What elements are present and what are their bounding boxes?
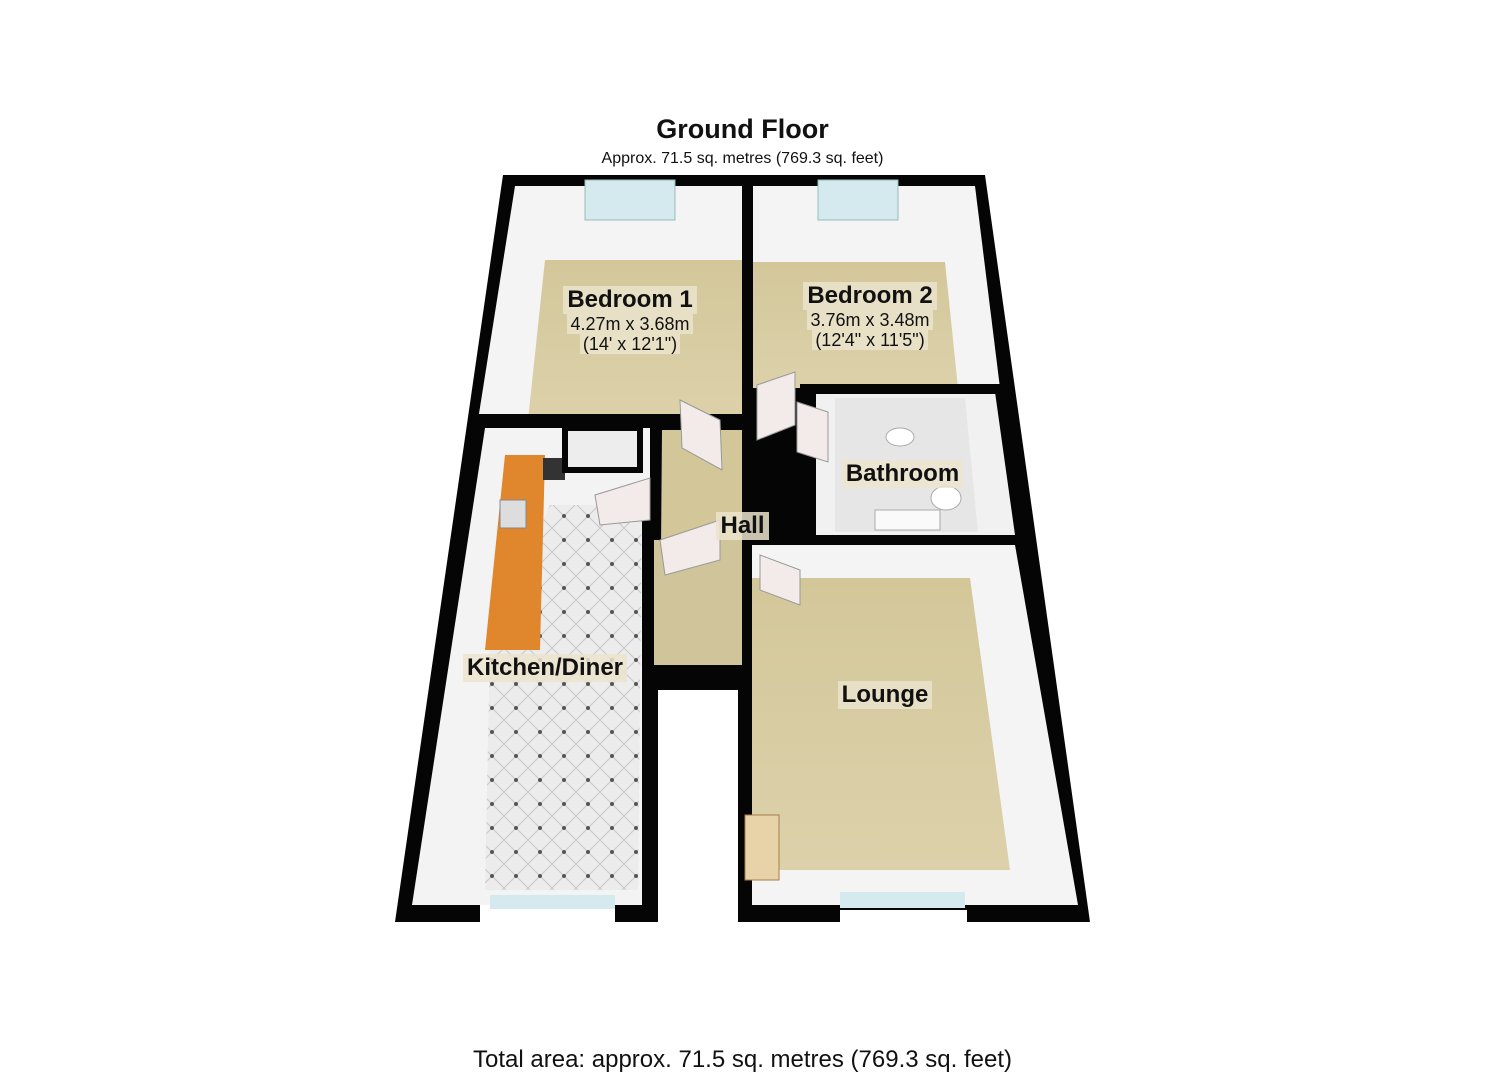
- lounge-window: [840, 892, 965, 908]
- kitchen-name: Kitchen/Diner: [462, 654, 628, 682]
- lounge-name: Lounge: [837, 681, 933, 709]
- bathroom-label: Bathroom: [830, 460, 975, 488]
- door-bed1: [679, 399, 723, 471]
- kitchen-window: [490, 895, 615, 909]
- door-hall-cupboard: [659, 519, 721, 576]
- toilet: [930, 485, 962, 511]
- total-area: Total area: approx. 71.5 sq. metres (769…: [473, 1046, 1012, 1073]
- sink: [499, 499, 527, 529]
- wall-lounge-top: [752, 535, 1017, 545]
- wall-kitchen-right: [642, 515, 654, 915]
- bedroom-2-dim-imperial: (12'4" x 11'5"): [812, 330, 928, 351]
- bedroom-2-name: Bedroom 2: [803, 282, 937, 310]
- door-kitchen: [594, 477, 651, 526]
- bath: [874, 509, 941, 531]
- bedroom-1-dim-metric: 4.27m x 3.68m: [567, 313, 693, 334]
- bedroom-2-window: [817, 179, 899, 221]
- door-bed2: [756, 371, 796, 441]
- lounge-floor: [752, 578, 1010, 870]
- cupboard: [562, 425, 643, 473]
- door-lounge: [759, 554, 801, 606]
- wall-bed1-kitchen: [476, 414, 746, 426]
- bedroom-1-window: [584, 179, 676, 221]
- washbasin: [885, 427, 915, 447]
- wall-hall-bottom: [650, 665, 745, 675]
- wall-bed2-bath: [800, 384, 1000, 394]
- wall-bed-divider: [742, 180, 753, 430]
- bedroom-1-dim-imperial: (14' x 12'1"): [579, 334, 681, 355]
- bedroom-2-label: Bedroom 2 3.76m x 3.48m (12'4" x 11'5"): [770, 282, 970, 351]
- hob: [543, 458, 565, 480]
- floor-area-subtitle: Approx. 71.5 sq. metres (769.3 sq. feet): [601, 150, 884, 167]
- hall-name: Hall: [716, 512, 769, 540]
- hall-label: Hall: [700, 512, 785, 540]
- bathroom-name: Bathroom: [841, 460, 964, 488]
- wall-bath-left: [806, 392, 816, 542]
- door-bath: [796, 401, 829, 463]
- bedroom-1-label: Bedroom 1 4.27m x 3.68m (14' x 12'1"): [530, 286, 730, 355]
- kitchen-label: Kitchen/Diner: [445, 654, 645, 682]
- wall-hall-right: [742, 430, 752, 915]
- bedroom-2-dim-metric: 3.76m x 3.48m: [807, 309, 933, 330]
- lounge-label: Lounge: [810, 681, 960, 709]
- floor-title: Ground Floor: [656, 114, 829, 144]
- bedroom-1-name: Bedroom 1: [563, 286, 697, 314]
- front-door: [744, 814, 780, 881]
